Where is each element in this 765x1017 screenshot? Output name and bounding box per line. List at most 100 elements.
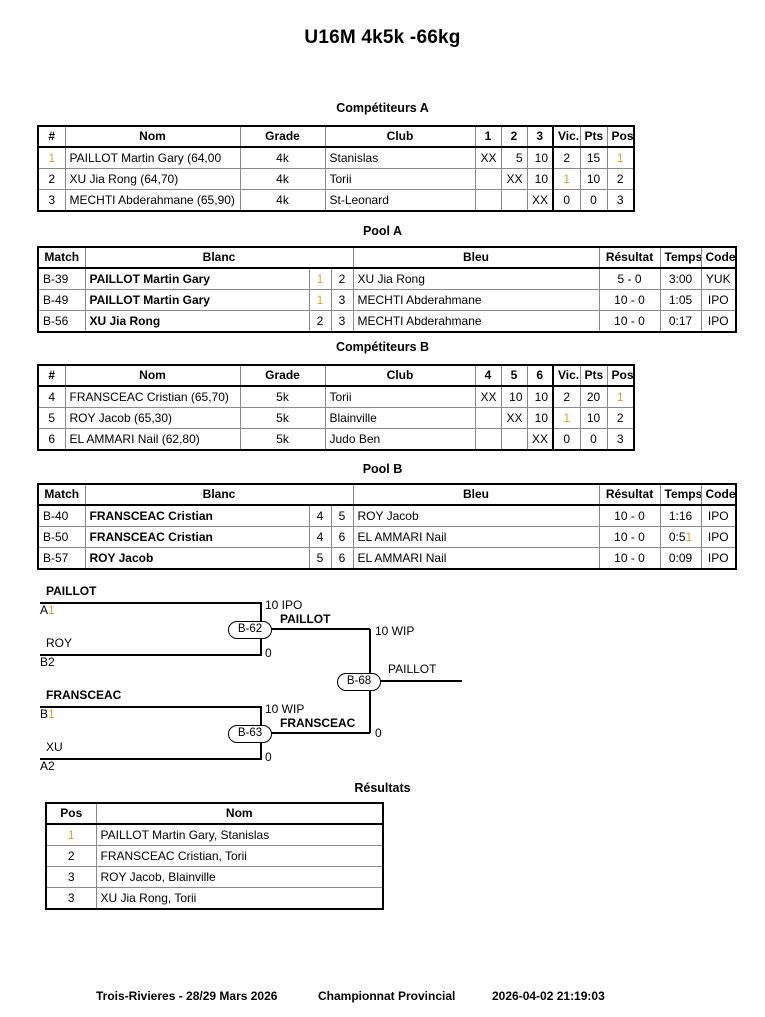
results-caption-wrap: Résultats — [0, 781, 765, 795]
cell-bleu-seed: 2 — [330, 267, 354, 290]
cell-code: IPO — [700, 504, 737, 527]
cell-blanc-seed: 4 — [308, 526, 332, 548]
cell-pos: 2 — [606, 407, 635, 429]
cell-name: PAILLOT Martin Gary (64,00 — [64, 146, 241, 169]
cell-name: XU Jia Rong, Torii — [95, 887, 384, 910]
bracket-match-b68[interactable]: B-68 — [337, 673, 381, 691]
col-blanc: Blanc — [84, 246, 354, 269]
cell-score-3: 10 — [526, 385, 554, 408]
bracket-sf2-bottom-seed: A2 — [40, 759, 55, 773]
col-grade: Grade — [239, 364, 326, 387]
bracket-final-top-score: 10 WIP — [375, 624, 415, 638]
cell-bleu-seed: 6 — [330, 547, 354, 570]
cell-name: ROY Jacob, Blainville — [95, 866, 384, 888]
col-resultat: Résultat — [598, 246, 661, 269]
cell-pts: 20 — [579, 385, 608, 408]
col-match: Match — [37, 483, 86, 506]
gold-value: 1 — [616, 389, 624, 404]
competitors-b-caption-wrap: Compétiteurs B — [0, 340, 765, 354]
table-header-row: Match Blanc Bleu Résultat Temps Code — [37, 246, 737, 269]
col-pts: Pts — [579, 125, 608, 148]
cell-num: 5 — [37, 407, 66, 429]
col-temps: Temps — [659, 483, 702, 506]
col-name: Nom — [95, 802, 384, 825]
cell-pts: 10 — [579, 168, 608, 190]
pool-b-caption-wrap: Pool B — [0, 462, 765, 476]
cell-resultat: 10 - 0 — [598, 310, 661, 333]
bracket-final-bottom-score: 0 — [375, 726, 382, 740]
cell-score-2: XX — [500, 168, 528, 190]
col-score-1: 1 — [474, 125, 502, 148]
col-code: Code — [700, 246, 737, 269]
cell-blanc-seed: 2 — [308, 310, 332, 333]
cell-grade: 4k — [239, 168, 326, 190]
cell-grade: 4k — [239, 146, 326, 169]
cell-code: YUK — [700, 267, 737, 290]
cell-blanc: ROY Jacob — [84, 547, 310, 570]
cell-num: 6 — [37, 428, 66, 451]
cell-name: PAILLOT Martin Gary, Stanislas — [95, 823, 384, 846]
bracket-match-b63[interactable]: B-63 — [228, 725, 272, 743]
footer-event: Championnat Provincial — [318, 989, 456, 1003]
cell-vic: 0 — [552, 428, 581, 451]
gold-value: 1 — [563, 410, 571, 425]
col-score-4: 4 — [474, 364, 502, 387]
cell-club: Blainville — [324, 407, 476, 429]
cell-resultat: 10 - 0 — [598, 289, 661, 311]
pool-b-table-wrap: Match Blanc Bleu Résultat Temps Code B-4… — [37, 483, 738, 570]
bracket-sf1-winner: PAILLOT — [280, 612, 331, 626]
col-score-3: 3 — [526, 125, 554, 148]
cell-blanc-seed: 4 — [308, 504, 332, 527]
cell-pos: 2 — [45, 845, 97, 867]
cell-name: FRANSCEAC Cristian, Torii — [95, 845, 384, 867]
cell-match: B-50 — [37, 526, 86, 548]
cell-match: B-56 — [37, 310, 86, 333]
col-score-6: 6 — [526, 364, 554, 387]
cell-match: B-39 — [37, 267, 86, 290]
cell-blanc: PAILLOT Martin Gary — [84, 289, 310, 311]
cell-club: Torii — [324, 385, 476, 408]
cell-num: 4 — [37, 385, 66, 408]
gold-value: 1 — [316, 292, 324, 307]
cell-score-1 — [474, 189, 502, 212]
gold-value: 1 — [685, 529, 693, 544]
bracket-match-b62[interactable]: B-62 — [228, 621, 272, 639]
cell-bleu: EL AMMARI Nail — [352, 526, 600, 548]
cell-vic: 2 — [552, 146, 581, 169]
cell-score-3: 10 — [526, 407, 554, 429]
cell-blanc: PAILLOT Martin Gary — [84, 267, 310, 290]
cell-code: IPO — [700, 310, 737, 333]
gold-value: 1 — [48, 707, 55, 721]
cell-pos: 1 — [606, 385, 635, 408]
cell-name: ROY Jacob (65,30) — [64, 407, 241, 429]
cell-grade: 5k — [239, 428, 326, 451]
col-name: Nom — [64, 125, 241, 148]
bracket-sf1-bottom-competitor: ROY — [46, 636, 73, 650]
cell-score-3: XX — [526, 428, 554, 451]
table-header-row: # Nom Grade Club 1 2 3 Vic. Pts Pos — [37, 125, 635, 148]
cell-score-2: XX — [500, 407, 528, 429]
cell-club: St-Leonard — [324, 189, 476, 212]
gold-value: 1 — [48, 150, 56, 165]
cell-code: IPO — [700, 289, 737, 311]
cell-pos: 3 — [45, 866, 97, 888]
cell-pos: 3 — [45, 887, 97, 910]
col-vic: Vic. — [552, 125, 581, 148]
seed-text: A1 — [40, 603, 55, 617]
cell-name: MECHTI Abderahmane (65,90) — [64, 189, 241, 212]
cell-num: 2 — [37, 168, 66, 190]
pool-a-table-wrap: Match Blanc Bleu Résultat Temps Code B-3… — [37, 246, 738, 333]
col-score-5: 5 — [500, 364, 528, 387]
cell-temps: 0:51 — [659, 526, 702, 548]
